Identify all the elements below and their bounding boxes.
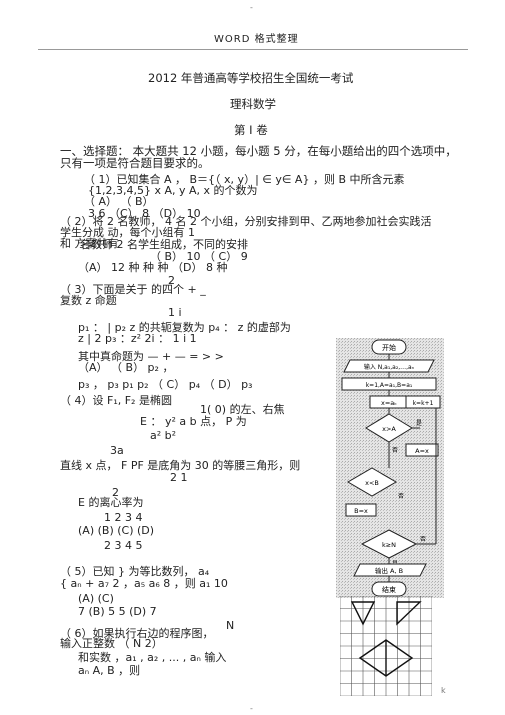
paper-subject: 理科数学 [230, 97, 276, 111]
fc-no1: 否 [392, 447, 398, 454]
top-mark: - [250, 3, 253, 12]
question-line: （ B） 10 （ C） 9 [150, 250, 248, 263]
question-line: 直线 x 点， F PF 是底角为 30 的等腰三角形，则 [60, 459, 301, 472]
question-line: p₃ ， p₃ p₁ p₂ （ C） p₄ （ D） p₃ [78, 378, 253, 391]
section-heading: 一、选择题： 本大题共 12 小题，每小题 5 分，在每小题给出的四个选项中， [60, 144, 457, 158]
question-line: 和 方案共有 [60, 237, 119, 250]
question-line: 3a [110, 444, 124, 457]
question-line: 1 2 3 4 [104, 511, 143, 524]
fc-no3: 否 [420, 536, 426, 543]
question-line: 其中真命题为 — + — = > > [78, 350, 224, 363]
question-line: 2 [112, 486, 119, 499]
footer-mark: - [250, 704, 253, 713]
question-line: 1 i [168, 306, 182, 319]
question-line: 2 3 4 5 [104, 539, 143, 552]
header-rule [38, 49, 468, 50]
fc-step: x=aₖ [381, 399, 397, 407]
question-line: 输入正整数 （ N 2） [60, 637, 163, 650]
flowchart: 开始 输入 N,a₁,a₂,…,aₙ k=1,A=a₁,B=a₁ x=aₖ x>… [336, 338, 444, 598]
question-line: aₙ A, B ，则 [78, 664, 141, 677]
document-header: WORD 格式整理 [214, 34, 299, 45]
question-line: （ 3）下面是关于 的四个 + _ [60, 283, 206, 296]
fc-assign-a: A=x [415, 447, 429, 455]
fc-cond1: x>A [382, 425, 396, 433]
question-line: 和实数 ，a₁ , a₂ , ... , aₙ 输入 [78, 651, 227, 664]
question-line: 3 6 （C） 8 （D） 10 [88, 207, 201, 220]
question-line: E ： y² a b 点， P 为 [140, 415, 247, 428]
question-line: z | 2 p₃ ：z² 2i ： 1 i 1 [78, 332, 197, 345]
fc-end: 结束 [382, 585, 396, 594]
fc-cond3: k≥N [382, 541, 396, 549]
question-line: 1( 0) 的左、右焦 [200, 403, 285, 416]
fc-input: 输入 N,a₁,a₂,…,aₙ [364, 363, 415, 371]
question-line: a² b² [150, 429, 177, 442]
fc-init: k=1,A=a₁,B=a₁ [366, 382, 413, 389]
question-line: （ 1）已知集合 A ， B＝{（ x, y）| ∈ y∈ A} ，则 B 中所… [84, 173, 405, 186]
question-line: 学生分成 动，每个小组有 1 [60, 226, 195, 239]
question-line: (A) (B) (C) (D) [78, 524, 155, 537]
question-line: p₁ ： | p₂ z 的共轭复数为 p₄ ： z 的虚部为 [78, 321, 291, 334]
question-line: （ 6）如果执行右边的程序图， [60, 627, 214, 640]
question-line: 名教师 2 名学生组成，不同的安排 [80, 238, 248, 251]
fc-incr: k=k+1 [413, 400, 434, 407]
question-line: E 的离心率为 [78, 496, 144, 509]
fc-start: 开始 [382, 343, 396, 352]
question-line: （A） （ B） p₂ ， [78, 361, 174, 374]
question-line: (A) (C) [78, 592, 114, 605]
fc-cond2: x<B [365, 479, 379, 487]
fc-yes1: 是 [416, 420, 422, 427]
question-line: 2 [168, 274, 175, 287]
question-line: { aₙ + a₇ 2 ，a₅ a₆ 8 ，则 a₁ 10 [60, 577, 228, 590]
question-line: （ A） （ B） [84, 195, 154, 208]
fc-output: 输出 A, B [375, 566, 403, 575]
question-line: 复数 z 命题 [60, 294, 117, 307]
question-line: （ 2）将 2 名教师， 4 名 2 个小组，分别安排到甲、乙两地参加社会实践活 [60, 215, 432, 228]
three-view-grid-figure [340, 596, 432, 696]
paper-title: 2012 年普通高等学校招生全国统一考试 [148, 71, 354, 85]
section-heading-cont: 只有一项是符合题目要求的。 [60, 156, 210, 170]
fc-no2: 否 [398, 493, 404, 500]
question-line: N [226, 619, 235, 632]
fc-assign-b: B=x [354, 507, 368, 515]
paper-volume: 第 I 卷 [234, 123, 268, 137]
question-line: （A） 12 种 种 种 （D） 8 种 [78, 261, 228, 274]
question-line: 2 1 [170, 471, 188, 484]
question-line: 7 (B) 5 5 (D) 7 [78, 605, 157, 618]
question-line: （ 5）已知 } 为等比数列， a₄ [60, 565, 210, 578]
corner-mark: k [441, 686, 446, 695]
question-line: （ 4）设 F₁, F₂ 是椭圆 [60, 394, 172, 407]
question-line: {1,2,3,4,5} x A, y A, x 的个数为 [88, 184, 258, 197]
